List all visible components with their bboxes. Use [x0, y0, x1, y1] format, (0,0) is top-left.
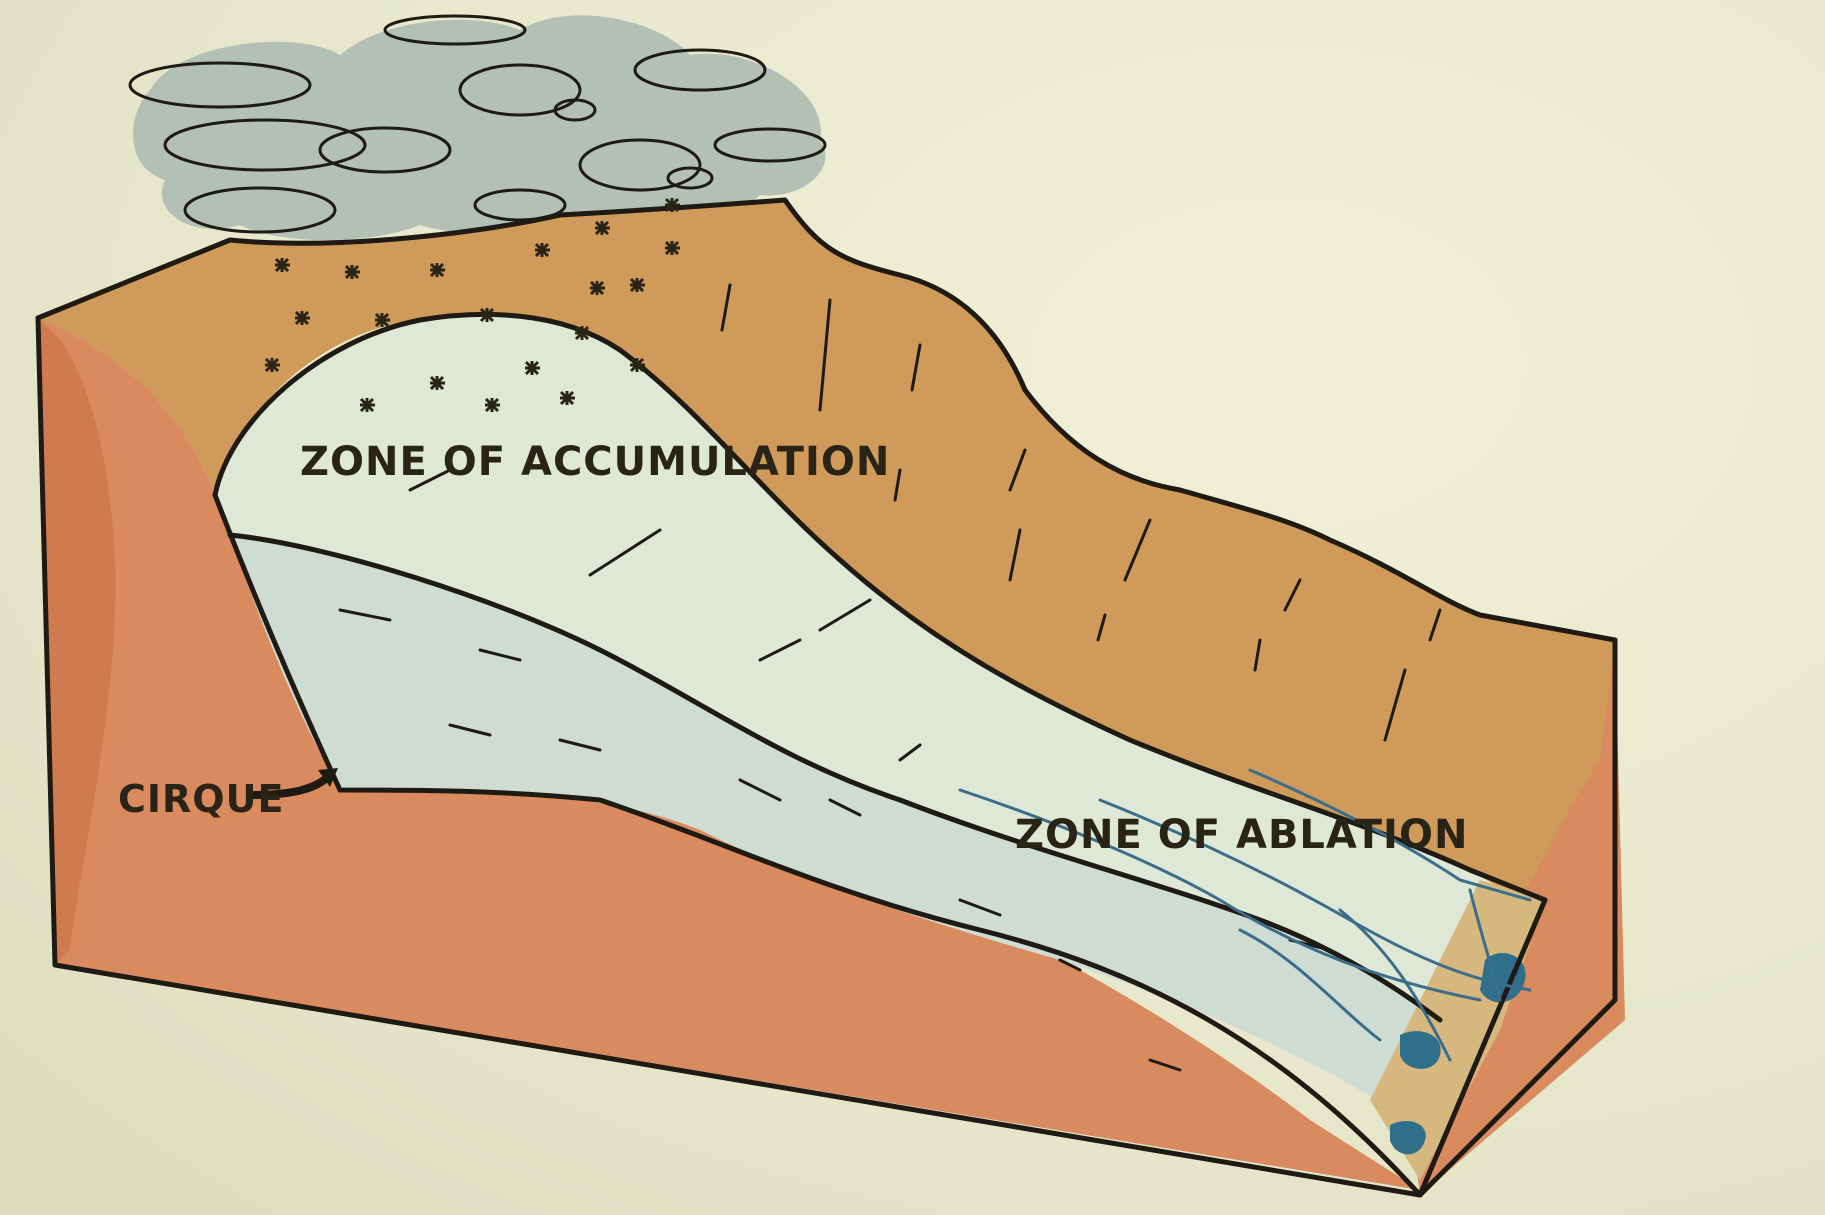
zone-of-ablation-label: ZONE OF ABLATION — [1015, 812, 1468, 858]
snowflake-icon — [575, 326, 590, 340]
snowflake-icon — [265, 358, 280, 372]
snowflake-icon — [480, 308, 495, 322]
snowflake-icon — [535, 243, 550, 257]
snowflake-icon — [375, 313, 390, 327]
snowflake-icon — [595, 221, 610, 235]
snowflake-icon — [525, 361, 540, 375]
zone-of-accumulation-label: ZONE OF ACCUMULATION — [300, 439, 890, 485]
snowflake-icon — [630, 358, 645, 372]
snowflake-icon — [430, 376, 445, 390]
snowflake-icon — [430, 263, 445, 277]
snowflake-icon — [630, 278, 645, 292]
snowflake-icon — [560, 391, 575, 405]
snowflake-icon — [590, 281, 605, 295]
snowflake-icon — [665, 198, 680, 212]
snowflake-icon — [345, 265, 360, 279]
snowflake-icon — [665, 241, 680, 255]
snowflake-icon — [360, 398, 375, 412]
cirque-label: CIRQUE — [118, 777, 284, 821]
snowflake-icon — [295, 311, 310, 325]
snowflake-icon — [485, 398, 500, 412]
snowflake-icon — [275, 258, 290, 272]
